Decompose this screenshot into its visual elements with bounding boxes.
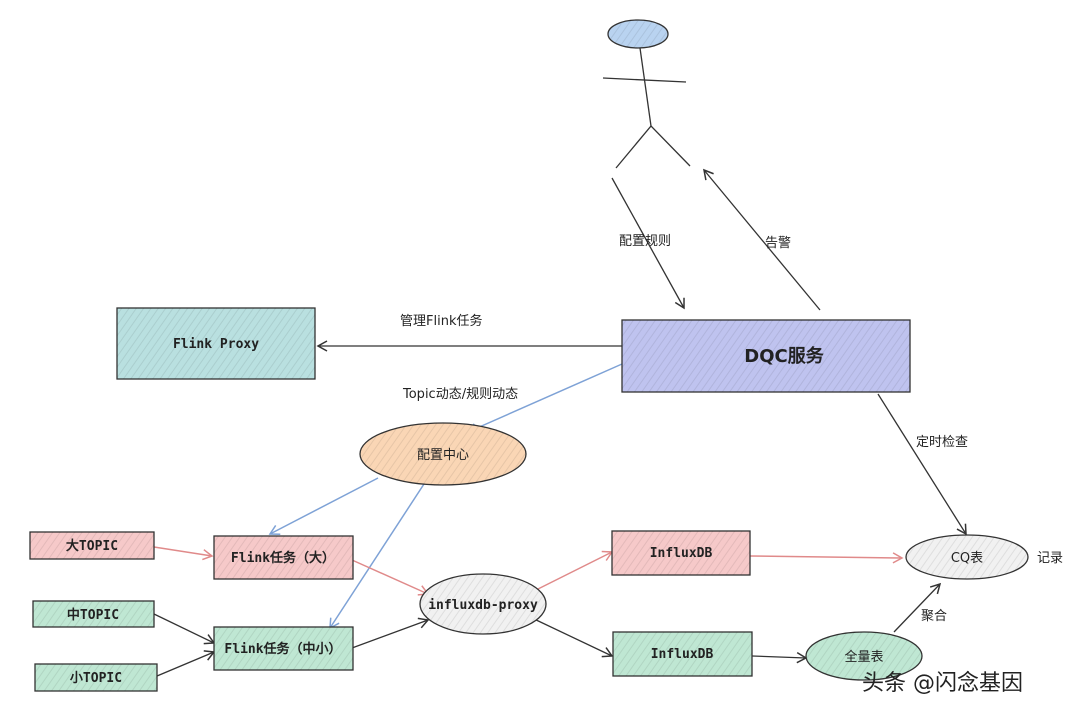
edge-proxy-to-influx-top bbox=[535, 550, 614, 591]
node-dqc: DQC服务 bbox=[621, 319, 911, 393]
cq-table-label: CQ表 bbox=[951, 551, 983, 566]
edge-flink-small-to-proxy bbox=[351, 617, 430, 649]
edge-alert bbox=[703, 168, 821, 311]
influx-top-label: InfluxDB bbox=[650, 546, 713, 561]
user-head-hatch bbox=[608, 20, 668, 48]
user-leg-left bbox=[615, 125, 652, 169]
small-topic-label: 小TOPIC bbox=[70, 671, 122, 686]
edge-big-topic-to-flink bbox=[153, 546, 214, 561]
node-cq-table: CQ表 bbox=[905, 534, 1029, 580]
label-alert: 告警 bbox=[765, 235, 791, 251]
node-small-topic: 小TOPIC bbox=[34, 663, 158, 692]
edge-influx-top-to-cq bbox=[749, 552, 904, 564]
edge-aggregate bbox=[893, 582, 942, 633]
edge-config-to-flink-small bbox=[329, 483, 425, 630]
edge-topic-dynamic bbox=[466, 363, 623, 434]
label-manage-flink: 管理Flink任务 bbox=[400, 313, 482, 329]
influx-bottom-label: InfluxDB bbox=[651, 647, 714, 662]
edge-config-rule bbox=[611, 177, 685, 310]
label-record: 记录 bbox=[1037, 551, 1063, 566]
edge-influx-bottom-to-full bbox=[751, 652, 808, 664]
user-figure bbox=[602, 19, 691, 169]
big-topic-label: 大TOPIC bbox=[66, 538, 118, 554]
flink-big-label: Flink任务（大） bbox=[231, 550, 335, 566]
edges bbox=[153, 168, 967, 677]
edge-mid-topic-to-flink bbox=[153, 613, 216, 645]
label-config-rule: 配置规则 bbox=[619, 234, 671, 249]
node-mid-topic: 中TOPIC bbox=[32, 600, 155, 628]
flink-small-label: Flink任务（中小） bbox=[224, 641, 341, 657]
user-leg-right bbox=[650, 125, 691, 167]
edge-timed-check bbox=[877, 393, 967, 536]
node-influx-bottom: InfluxDB bbox=[612, 631, 753, 677]
node-flink-big: Flink任务（大） bbox=[213, 535, 354, 580]
config-center-label: 配置中心 bbox=[417, 448, 469, 463]
label-aggregate: 聚合 bbox=[921, 609, 947, 624]
influx-proxy-label: influxdb-proxy bbox=[428, 598, 538, 613]
edge-config-to-flink-big bbox=[268, 477, 379, 536]
watermark: 头条 @闪念基因 bbox=[862, 671, 1023, 696]
edge-small-topic-to-flink bbox=[156, 650, 216, 677]
node-flink-proxy: Flink Proxy bbox=[116, 307, 316, 380]
node-big-topic: 大TOPIC bbox=[29, 531, 155, 560]
node-full-table: 全量表 bbox=[805, 631, 923, 681]
node-influx-top: InfluxDB bbox=[611, 530, 751, 576]
edge-proxy-to-influx-bottom bbox=[531, 617, 614, 658]
flink-proxy-label: Flink Proxy bbox=[173, 337, 259, 352]
full-table-label: 全量表 bbox=[844, 649, 883, 665]
node-influx-proxy: influxdb-proxy bbox=[419, 573, 547, 635]
edge-flink-big-to-proxy bbox=[351, 559, 430, 596]
dqc-label: DQC服务 bbox=[744, 345, 824, 367]
label-topic-dynamic: Topic动态/规则动态 bbox=[402, 387, 518, 402]
node-flink-small: Flink任务（中小） bbox=[213, 626, 354, 671]
node-config-center: 配置中心 bbox=[359, 422, 527, 486]
user-arms bbox=[602, 77, 687, 83]
edge-labels: 配置规则 告警 管理Flink任务 Topic动态/规则动态 定时检查 记录 聚… bbox=[400, 234, 1063, 624]
label-timed-check: 定时检查 bbox=[916, 435, 968, 450]
user-body bbox=[639, 47, 652, 127]
mid-topic-label: 中TOPIC bbox=[67, 607, 119, 623]
